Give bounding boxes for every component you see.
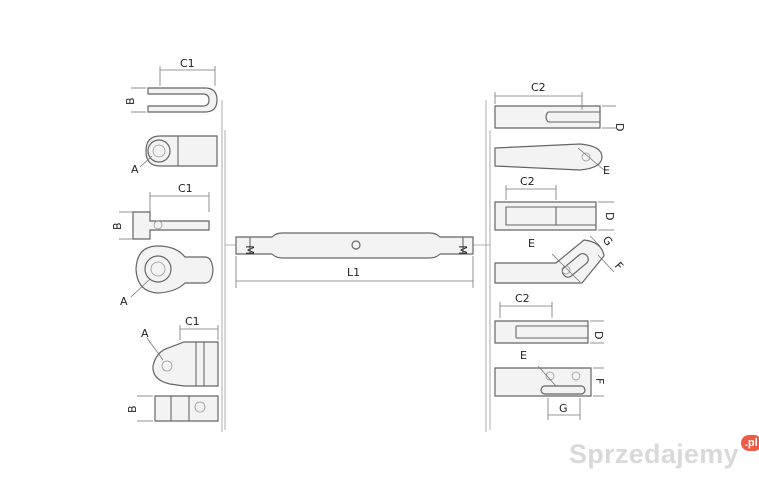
label-c1-mid: C1: [178, 182, 193, 195]
left-angle-joint: [137, 325, 219, 422]
tie-rod: [225, 232, 490, 288]
label-c1-top: C1: [180, 57, 195, 70]
label-e-bottom: E: [520, 349, 527, 362]
label-a-angle: A: [141, 327, 149, 340]
label-d-bottom: D: [592, 331, 605, 339]
label-b-mid: B: [111, 222, 124, 230]
label-c2-bottom: C2: [515, 292, 530, 305]
left-fork-top: [131, 66, 218, 113]
label-e-mid: E: [528, 237, 535, 250]
label-d-mid: D: [603, 212, 616, 220]
label-b-bottom: B: [126, 405, 139, 413]
right-clevis-bottom: [494, 302, 604, 420]
label-a-eye: A: [131, 163, 139, 176]
label-c1-bottom: C1: [185, 315, 200, 328]
right-clevis-mid: [494, 185, 615, 284]
label-g-bottom: G: [559, 402, 568, 415]
label-e-top: E: [603, 164, 610, 177]
label-m-left: M: [243, 245, 256, 255]
watermark-logo: Sprzedajemy .pl: [569, 434, 759, 474]
label-c2-mid: C2: [520, 175, 535, 188]
label-a-rod-end: A: [120, 295, 128, 308]
label-b-top: B: [124, 97, 137, 105]
left-eye-bolt: [139, 135, 218, 168]
label-g-mid: G: [600, 234, 615, 249]
right-clevis-top: [494, 92, 616, 171]
watermark-badge: .pl: [740, 435, 759, 451]
left-rod-end: [119, 192, 214, 298]
label-d-top: D: [613, 123, 626, 131]
label-l1: L1: [347, 266, 360, 279]
label-c2-top: C2: [531, 81, 546, 94]
label-f-bottom: F: [593, 378, 606, 384]
label-m-right: M: [456, 245, 469, 255]
label-f-mid: F: [612, 260, 626, 273]
watermark-text: Sprzedajemy: [569, 438, 739, 469]
